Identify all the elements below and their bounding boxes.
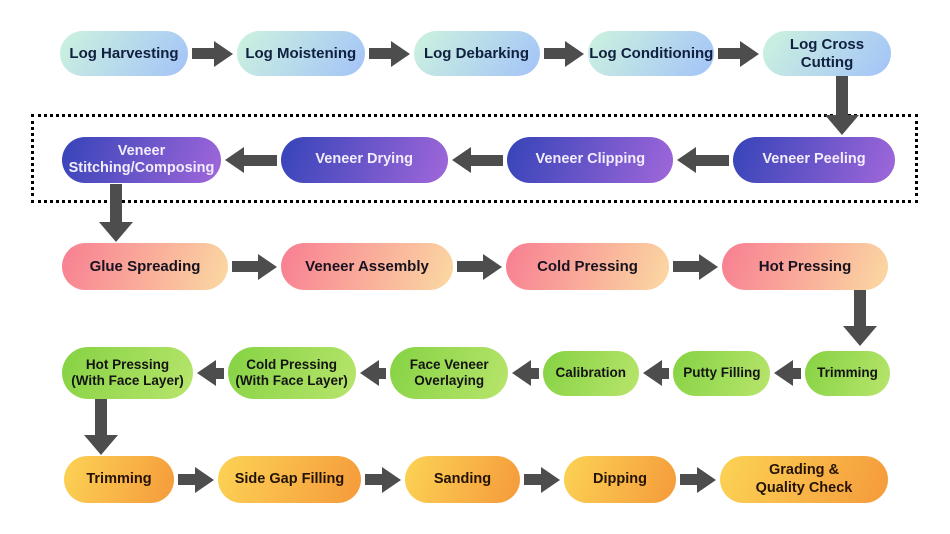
arrow-left-icon [774,360,801,386]
arrow-right-icon [365,466,401,493]
step-label: Glue Spreading [89,257,201,275]
arrow-right-icon [368,40,410,67]
step-trimming-finishing: Trimming [64,456,174,503]
step-log-cross-cutting: Log Cross Cutting [763,31,891,76]
arrow-right-icon [178,466,214,493]
step-label: Putty Filling [683,364,761,380]
step-cold-pressing: Cold Pressing [506,243,669,290]
step-side-gap-filling: Side Gap Filling [218,456,361,503]
step-label: Cold Pressing [537,257,638,275]
step-label: Hot Pressing [758,257,852,275]
step-label: Log Cross Cutting [789,35,865,71]
step-label: Hot Pressing (With Face Layer) [71,356,184,388]
step-label: Face Veneer Overlaying [409,356,489,388]
step-dipping: Dipping [564,456,676,503]
arrow-right-icon [192,40,233,67]
arrow-left-icon [225,147,277,173]
step-veneer-clipping: Veneer Clipping [507,137,674,183]
step-label: Side Gap Filling [234,470,345,487]
step-grading-quality-check: Grading & Quality Check [720,456,888,503]
step-veneer-drying: Veneer Drying [280,137,448,183]
arrow-down-icon [843,290,877,346]
step-hot-pressing-face-layer: Hot Pressing (With Face Layer) [62,347,193,399]
step-log-harvesting: Log Harvesting [60,31,188,76]
arrow-left-icon [451,147,504,173]
step-face-veneer-overlaying: Face Veneer Overlaying [390,347,509,399]
step-label: Veneer Clipping [535,151,646,168]
step-log-conditioning: Log Conditioning [588,31,715,76]
veneer-stage-dotted-outline [31,114,918,203]
arrow-down-icon [84,399,118,455]
step-label: Grading & Quality Check [755,462,853,496]
step-log-debarking: Log Debarking [413,31,540,76]
step-cold-pressing-face-layer: Cold Pressing (With Face Layer) [227,347,356,399]
step-label: Calibration [555,364,627,380]
arrow-right-icon [718,40,759,67]
row-surfacing: Hot Pressing (With Face Layer) Cold Pres… [62,347,890,399]
row-veneer-processing: Veneer Stitching/Composing Veneer Drying… [62,137,896,183]
arrow-right-icon [680,466,716,493]
step-label: Sanding [433,470,492,487]
step-hot-pressing: Hot Pressing [722,243,888,290]
step-label: Veneer Assembly [305,257,429,275]
arrow-right-icon [673,253,718,280]
step-calibration: Calibration [542,350,639,396]
step-label: Veneer Peeling [762,151,866,168]
step-veneer-peeling: Veneer Peeling [733,137,896,183]
row-assembly-pressing: Glue Spreading Veneer Assembly Cold Pres… [62,243,888,290]
step-veneer-stitching-composing: Veneer Stitching/Composing [62,137,221,183]
step-glue-spreading: Glue Spreading [62,243,228,290]
arrow-right-icon [457,253,502,280]
step-putty-filling: Putty Filling [673,350,771,396]
arrow-right-icon [232,253,277,280]
row-finishing: Trimming Side Gap Filling Sanding Dippin… [64,456,888,503]
step-sanding: Sanding [405,456,520,503]
step-label: Veneer Stitching/Composing [68,142,215,176]
step-label: Log Conditioning [589,44,714,62]
arrow-right-icon [524,466,560,493]
row-log-processing: Log Harvesting Log Moistening Log Debark… [60,31,891,76]
step-label: Trimming [86,470,152,487]
step-label: Veneer Drying [315,151,413,168]
step-label: Dipping [593,470,647,487]
arrow-left-icon [359,360,387,386]
step-label: Cold Pressing (With Face Layer) [235,356,348,388]
arrow-left-icon [512,360,539,386]
step-label: Log Harvesting [69,44,179,62]
arrow-left-icon [197,360,224,386]
arrow-right-icon [543,40,585,67]
step-label: Log Debarking [423,44,529,62]
step-veneer-assembly: Veneer Assembly [281,243,453,290]
arrow-left-icon [642,360,670,386]
arrow-down-icon [825,76,859,135]
arrow-left-icon [677,147,730,173]
step-trimming-surfacing: Trimming [804,350,890,396]
step-label: Trimming [817,364,878,380]
step-label: Log Moistening [245,44,357,62]
arrow-down-icon [99,184,133,242]
step-log-moistening: Log Moistening [236,31,365,76]
